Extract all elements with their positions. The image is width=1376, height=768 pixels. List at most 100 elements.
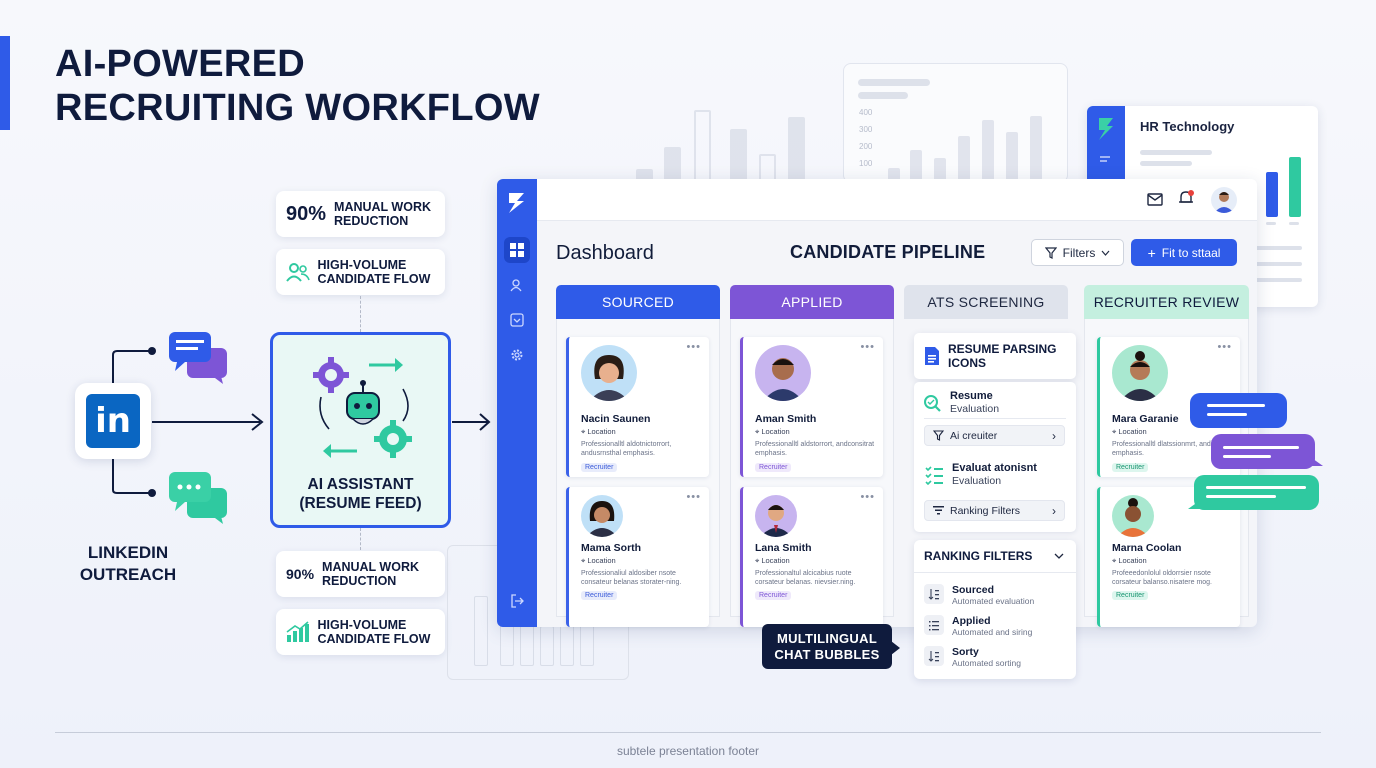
mail-icon[interactable]	[1147, 193, 1163, 206]
ai-recruiter-filter[interactable]: Ai creuiter ›	[924, 425, 1065, 446]
avatar	[755, 495, 797, 537]
stat-badge-manual-work: 90% MANUAL WORK REDUCTION	[276, 191, 445, 237]
ranking-item-title: Sorty	[952, 646, 979, 658]
candidate-name: Mama Sorth	[581, 542, 642, 554]
pipeline-title: CANDIDATE PIPELINE	[790, 242, 986, 262]
candidate-location: ⌖ Location	[1112, 556, 1147, 565]
more-icon[interactable]: •••	[860, 491, 875, 503]
candidate-card[interactable]: ••• Mama Sorth ⌖ Location Professionaliu…	[566, 487, 709, 627]
sort-icon	[924, 646, 944, 666]
candidate-location: ⌖ Location	[1112, 427, 1147, 436]
chat-bubbles-icon	[169, 472, 227, 524]
multilingual-chat-label: MULTILINGUAL CHAT BUBBLES	[762, 624, 892, 669]
column-header-applied[interactable]: APPLIED	[730, 285, 894, 319]
evaluation-title: Evaluat atonisnt	[952, 462, 1037, 474]
linkedin-icon: in	[86, 394, 140, 448]
column-header-recruiter-review[interactable]: RECRUITER REVIEW	[1084, 285, 1249, 319]
evaluation-item: Evaluat atonisnt Evaluation	[924, 462, 1037, 488]
stat-badge-candidate-flow: HIGH-VOLUME CANDIDATE FLOW	[276, 249, 445, 295]
stat-label: HIGH-VOLUME CANDIDATE FLOW	[317, 258, 431, 286]
more-icon[interactable]: •••	[686, 341, 701, 353]
users-icon	[286, 263, 310, 282]
ranking-item-subtitle: Automated sorting	[952, 658, 1021, 668]
arrow-right-icon	[452, 413, 491, 431]
callout-pointer	[891, 641, 900, 655]
gear-icon[interactable]	[504, 342, 530, 368]
candidate-description: Professionalltl aldstorrort, andconsitra…	[755, 441, 875, 457]
column-title: ATS SCREENING	[927, 294, 1045, 310]
ranking-item-subtitle: Automated and siring	[952, 627, 1033, 637]
role-tag: Recruiter	[755, 463, 792, 472]
resume-title: Resume	[950, 390, 993, 402]
dashboard-sidebar	[497, 179, 537, 627]
more-icon[interactable]: •••	[686, 491, 701, 503]
column-header-ats-screening[interactable]: ATS SCREENING	[904, 285, 1068, 319]
more-icon[interactable]: •••	[860, 341, 875, 353]
role-tag: Recruiter	[581, 591, 618, 600]
candidate-card[interactable]: Marna Coolan ⌖ Location Profeeedonlolul …	[1097, 487, 1240, 627]
resume-parsing-card: RESUME PARSING ICONS	[914, 333, 1076, 379]
ranking-item-title: Applied	[952, 615, 991, 627]
ranking-filters-pill[interactable]: Ranking Filters ›	[924, 500, 1065, 521]
chevron-down-icon[interactable]	[1054, 553, 1064, 559]
filters-label: Filters	[1062, 245, 1096, 260]
logout-icon[interactable]	[504, 588, 530, 614]
column-header-sourced[interactable]: SOURCED	[556, 285, 720, 319]
role-tag: Recruiter	[1112, 463, 1149, 472]
candidate-description: Professionalltl dlatssionmrt, andi contr…	[1112, 441, 1237, 457]
candidate-card[interactable]: ••• Lana Smith ⌖ Location Professionaltu…	[740, 487, 883, 627]
list-icon	[924, 615, 944, 635]
primary-action-label: Fit to sttaal	[1161, 245, 1221, 260]
bg-axis-label: 100	[859, 159, 873, 168]
avatar	[1112, 345, 1168, 401]
evaluation-subtitle: Evaluation	[952, 475, 1002, 487]
connector-dashed	[360, 528, 361, 550]
primary-action-button[interactable]: + Fit to sttaal	[1131, 239, 1237, 266]
chat-bubbles-icon	[169, 332, 227, 384]
stat-label: MANUAL WORK REDUCTION	[322, 560, 420, 588]
avatar[interactable]	[1211, 187, 1237, 213]
candidate-location: ⌖ Location	[581, 556, 616, 565]
hr-chart-bar	[1266, 172, 1278, 217]
search-icon	[924, 395, 941, 412]
role-tag: Recruiter	[755, 591, 792, 600]
filters-button[interactable]: Filters	[1031, 239, 1124, 266]
title-line-2: RECRUITING WORKFLOW	[55, 87, 540, 129]
candidate-card[interactable]: ••• Aman Smith ⌖ Location Professionallt…	[740, 337, 883, 477]
stat-label: MANUAL WORK REDUCTION	[334, 200, 432, 228]
candidate-location: ⌖ Location	[581, 427, 616, 436]
plus-icon: +	[1147, 244, 1156, 261]
users-icon[interactable]	[504, 272, 530, 298]
ai-assistant-label: AI ASSISTANT (RESUME FEED)	[299, 476, 422, 512]
more-icon[interactable]: •••	[1217, 341, 1232, 353]
bell-icon[interactable]	[1177, 189, 1195, 207]
chevron-right-icon: ›	[1052, 428, 1056, 443]
filter-icon	[1044, 246, 1057, 259]
filter-label: Ranking Filters	[950, 504, 1021, 517]
candidate-card[interactable]: ••• Nacin Saunen ⌖ Location Professional…	[566, 337, 709, 477]
bg-axis-label: 200	[859, 142, 873, 151]
ranking-filters-title: RANKING FILTERS	[924, 549, 1033, 563]
stat-value: 90%	[286, 566, 315, 582]
filter-label: Ai creuiter	[950, 429, 998, 442]
stat-badge-candidate-flow: HIGH-VOLUME CANDIDATE FLOW	[276, 609, 445, 655]
page-title: AI-POWERED RECRUITING WORKFLOW	[55, 42, 540, 130]
sort-icon	[933, 506, 944, 515]
grid-icon[interactable]	[504, 237, 530, 263]
bg-axis-label: 400	[859, 108, 873, 117]
role-tag: Recruiter	[1112, 591, 1149, 600]
dashboard-heading: Dashboard	[556, 242, 654, 264]
dashboard-window: Dashboard CANDIDATE PIPELINE Filters + F…	[497, 179, 1257, 627]
chevron-right-icon: ›	[1052, 503, 1056, 518]
linkedin-tile[interactable]: in	[75, 383, 151, 459]
candidate-location: ⌖ Location	[755, 427, 790, 436]
ai-robot-gears-icon	[313, 357, 412, 458]
inbox-icon[interactable]	[504, 307, 530, 333]
avatar	[1112, 495, 1154, 537]
resume-subtitle: Evaluation	[950, 403, 1000, 415]
candidate-description: Professionalltl aldotnictorrort, andusrn…	[581, 441, 672, 457]
avatar	[581, 495, 623, 537]
